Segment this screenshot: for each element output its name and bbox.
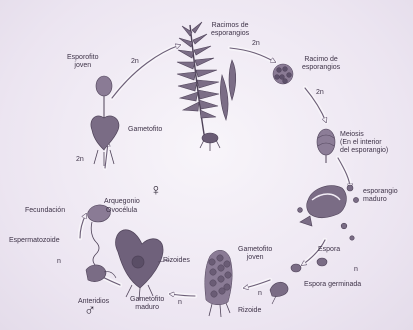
label-racimos-line2: esporangios	[211, 30, 249, 38]
sporangium-meiosis-illustration	[317, 129, 335, 163]
label-gametofito-joven: Gametofito joven	[238, 246, 272, 262]
mature-gametophyte-illustration	[116, 230, 170, 300]
ploidy-bottom: n	[178, 299, 182, 306]
label-rizoide: Rizoide	[238, 307, 261, 315]
fern-frond-illustration	[177, 22, 236, 151]
ploidy-rizoide: n	[258, 290, 262, 297]
ploidy-espora: n	[354, 266, 358, 273]
label-gametofito-joven-line1: Gametofito	[238, 246, 272, 254]
ploidy-racimos: 2n	[252, 40, 260, 47]
ploidy-racimo: 2n	[316, 89, 324, 96]
label-meiosis-line2: (En el interior	[340, 139, 388, 147]
label-esporangio-maduro-line1: esporangio	[363, 188, 398, 196]
label-rizoides: Rizoides	[163, 257, 190, 265]
label-esporofito-joven-line1: Esporofito	[67, 54, 99, 62]
label-racimo-line2: esporangios	[302, 64, 340, 72]
label-racimos-line1: Racimos de	[211, 22, 249, 30]
label-gametofito: Gametofito	[128, 126, 162, 134]
young-sporophyte-illustration	[96, 76, 112, 118]
germinated-spore-illustration	[270, 282, 288, 304]
label-esporangio-maduro-line2: maduro	[363, 196, 398, 204]
label-espora: Espora	[318, 246, 340, 254]
ploidy-left-lower: n	[57, 258, 61, 265]
label-esporofito-joven-line2: joven	[67, 62, 99, 70]
label-racimo-line1: Racimo de	[302, 56, 340, 64]
label-espermatozoide: Espermatozoide	[9, 237, 60, 245]
label-gametofito-maduro-line1: Gametofito	[130, 296, 164, 304]
male-symbol-icon: ♂	[84, 303, 96, 319]
label-espora-germinada: Espora germinada	[304, 281, 361, 289]
sporangia-cluster-illustration	[273, 64, 293, 84]
label-meiosis: Meiosis (En el interior del esporangio)	[340, 131, 388, 155]
female-symbol-icon: ♀	[150, 183, 162, 199]
label-gametofito-maduro: Gametofito maduro	[130, 296, 164, 312]
ploidy-top-left: 2n	[131, 58, 139, 65]
label-fecundacion: Fecundación	[25, 207, 65, 215]
label-meiosis-line1: Meiosis	[340, 131, 388, 139]
label-racimo: Racimo de esporangios	[302, 56, 340, 72]
label-arquegonio: Arquegonio	[104, 198, 140, 206]
label-ovocelula: Ovocélula	[106, 207, 137, 215]
label-racimos: Racimos de esporangios	[211, 22, 249, 38]
ploidy-left: 2n	[76, 156, 84, 163]
mature-sporangium-illustration	[298, 185, 359, 240]
label-meiosis-line3: del esporangio)	[340, 147, 388, 155]
young-gametophyte-illustration	[205, 250, 232, 317]
label-gametofito-joven-line2: joven	[238, 254, 272, 262]
label-gametofito-maduro-line2: maduro	[130, 304, 164, 312]
label-esporangio-maduro: esporangio maduro	[363, 188, 398, 204]
label-esporofito-joven: Esporofito joven	[67, 54, 99, 70]
